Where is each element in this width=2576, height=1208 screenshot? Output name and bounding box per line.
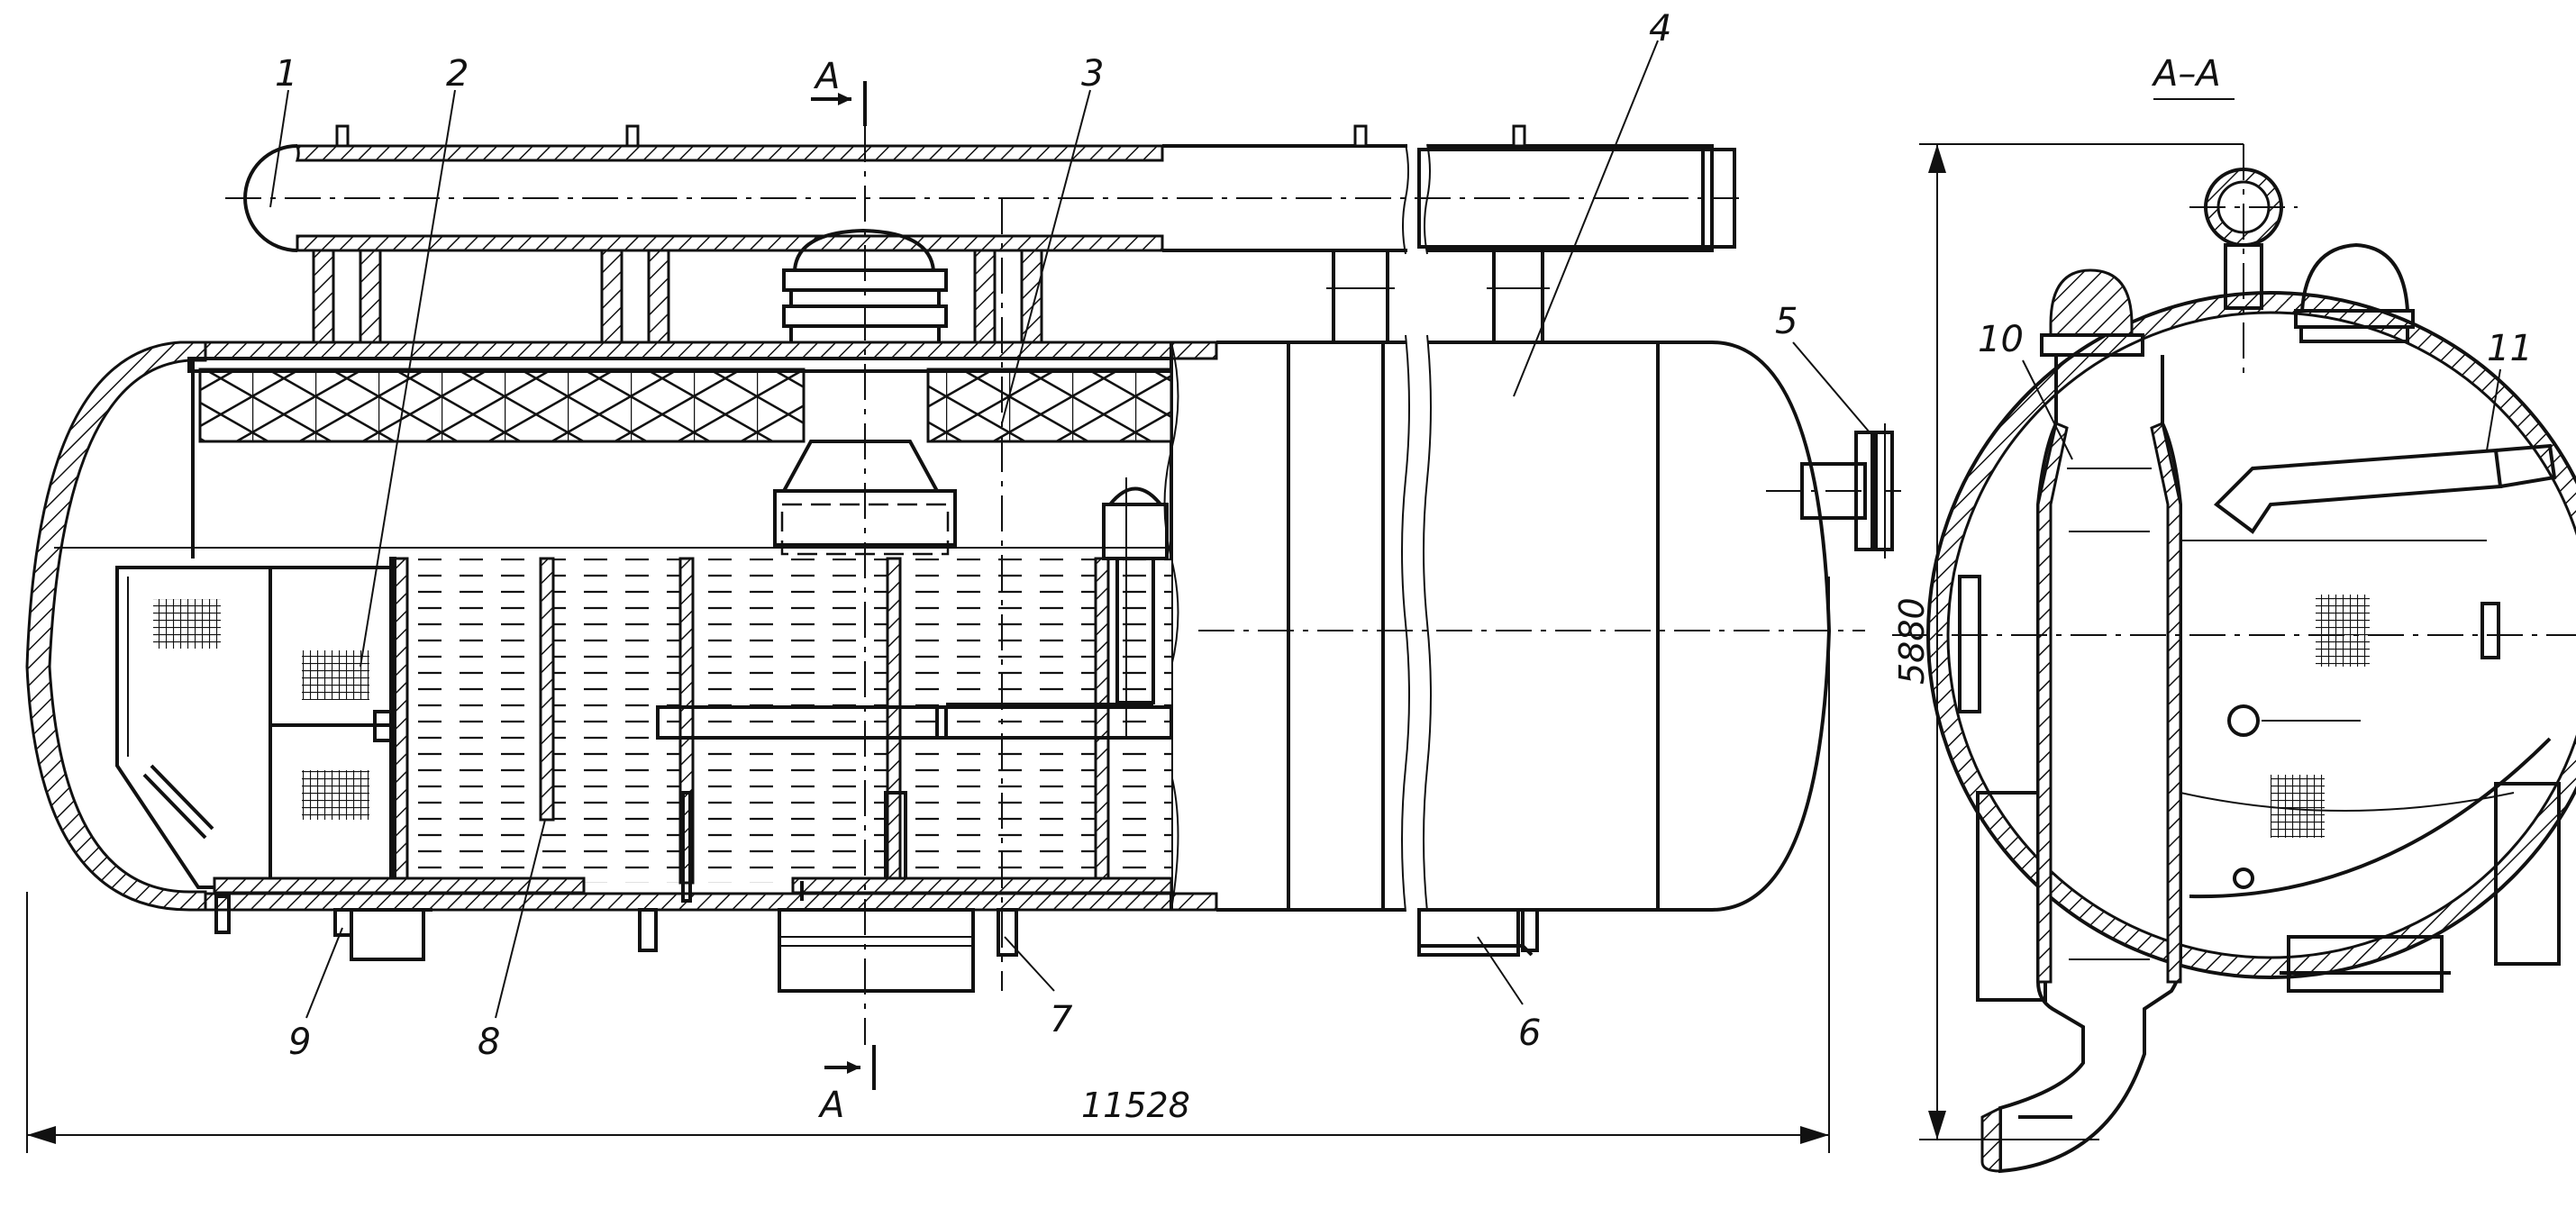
steam-header-pipe [225, 124, 1739, 255]
section-marks [811, 81, 1003, 1090]
bottom-plate [213, 876, 1173, 901]
vessel-shell [25, 333, 1865, 919]
callout-9: 9 [288, 1022, 311, 1063]
main-view [25, 40, 1901, 1153]
guide-columns [389, 557, 1110, 903]
callout-11: 11 [2487, 328, 2533, 369]
callout-8: 8 [478, 1022, 500, 1063]
section-callout-leaders [2022, 359, 2501, 460]
section-view-title: A–A [2151, 53, 2221, 95]
callout-4: 4 [1649, 8, 1671, 50]
height-dimension [1919, 143, 2244, 1140]
callout-6: 6 [1518, 1013, 1541, 1054]
vessel-supports [214, 895, 1539, 993]
callout-1: 1 [275, 53, 297, 95]
callout-7: 7 [1050, 999, 1073, 1040]
distribution-pipe [656, 477, 1173, 740]
steam-dryer-pack [187, 357, 1173, 559]
overall-height-label: 5880 [1892, 597, 1932, 685]
perforated-sheet-zone [115, 566, 402, 889]
water-volume [54, 547, 1171, 883]
callout-3: 3 [1081, 53, 1104, 95]
section-mark-bottom: A [817, 1085, 844, 1126]
section-mark-top: A [813, 56, 840, 97]
callout-10: 10 [1978, 319, 2024, 360]
overall-length-label: 11528 [1081, 1085, 1190, 1125]
side-flange-nozzle [1766, 423, 1901, 559]
section-a-a-view [1892, 98, 2576, 1174]
callout-5: 5 [1775, 301, 1798, 342]
length-dimension [26, 577, 1830, 1153]
callout-2: 2 [446, 53, 469, 95]
callout-leaders [269, 40, 1871, 1019]
